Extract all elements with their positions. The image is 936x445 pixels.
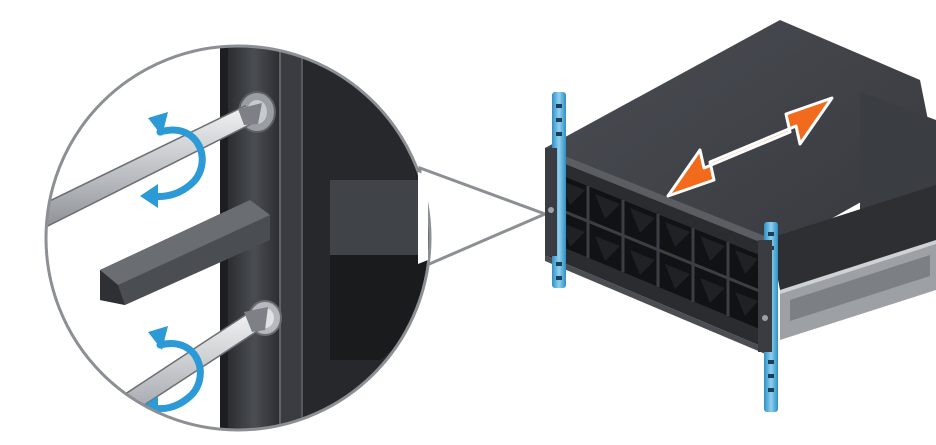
right-rack-rail	[758, 222, 778, 412]
rack-inner-dark	[330, 255, 430, 360]
callout-pointer	[420, 168, 545, 268]
rack-inner-shadow	[330, 180, 430, 255]
callout-magnifier	[0, 20, 545, 445]
rack-post-side	[280, 20, 302, 445]
chassis-illustration	[545, 20, 936, 412]
